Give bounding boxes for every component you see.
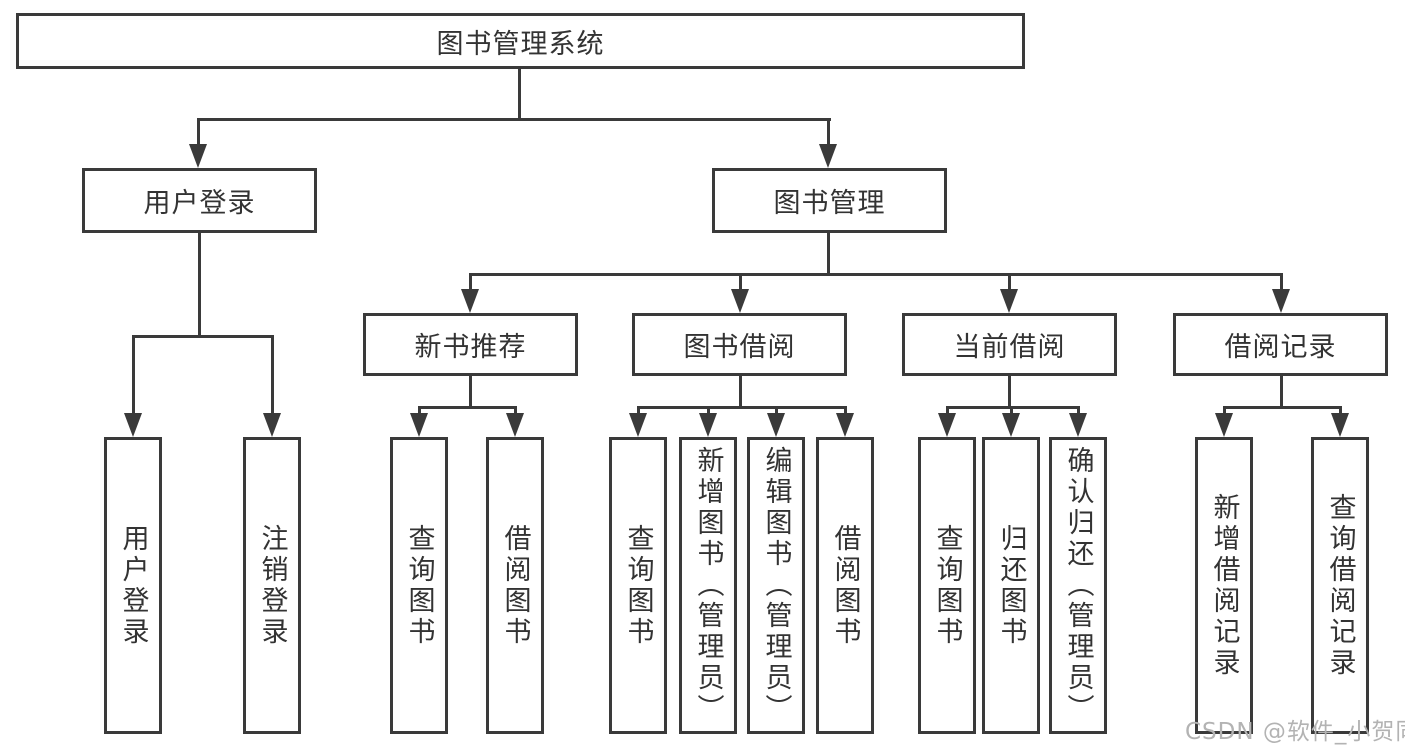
connector-line <box>1008 376 1011 409</box>
connector-line <box>1223 406 1342 409</box>
leaf-borrow-book-rec: 借阅图书 <box>486 437 544 734</box>
connector-line <box>518 68 521 119</box>
leaf-edit-book-admin-label: 编辑图书（管理员） <box>760 446 792 725</box>
arrowhead <box>938 413 956 437</box>
leaf-borrow-book-borrow-label: 借阅图书 <box>829 523 861 648</box>
arrowhead <box>1331 413 1349 437</box>
leaf-user-login: 用户登录 <box>104 437 162 734</box>
leaf-add-book-admin: 新增图书（管理员） <box>679 437 737 734</box>
leaf-query-book-current-label: 查询图书 <box>931 523 963 648</box>
node-user-login: 用户登录 <box>82 168 317 233</box>
arrowhead <box>1000 289 1018 313</box>
leaf-query-book-rec-label: 查询图书 <box>403 523 435 648</box>
leaf-query-book-rec: 查询图书 <box>390 437 448 734</box>
leaf-logout: 注销登录 <box>243 437 301 734</box>
leaf-confirm-return-admin-label: 确认归还（管理员） <box>1062 446 1094 725</box>
leaf-add-book-admin-label: 新增图书（管理员） <box>692 446 724 725</box>
connector-line <box>739 273 742 292</box>
connector-line <box>637 406 640 415</box>
node-current-borrow: 当前借阅 <box>902 313 1117 376</box>
leaf-return-book-label: 归还图书 <box>995 523 1027 648</box>
node-new-book-rec-label: 新书推荐 <box>414 332 527 363</box>
leaf-query-borrow-record-label: 查询借阅记录 <box>1324 492 1356 679</box>
node-book-borrow-label: 图书借阅 <box>683 332 796 363</box>
connector-line <box>1077 406 1080 415</box>
node-user-login-label: 用户登录 <box>143 188 256 219</box>
connector-line <box>637 406 847 409</box>
connector-line <box>418 406 421 415</box>
leaf-query-book-current: 查询图书 <box>918 437 976 734</box>
leaf-add-borrow-record-label: 新增借阅记录 <box>1208 492 1240 679</box>
csdn-watermark: CSDN @软件_小贺同学 <box>1185 719 1405 745</box>
connector-line <box>1008 273 1011 292</box>
connector-line <box>1010 406 1013 415</box>
connector-line <box>469 273 472 292</box>
arrowhead <box>189 144 207 168</box>
connector-line <box>514 406 517 415</box>
arrowhead <box>629 413 647 437</box>
leaf-edit-book-admin: 编辑图书（管理员） <box>747 437 805 734</box>
connector-line <box>197 118 200 148</box>
connector-line <box>1280 376 1283 409</box>
connector-line <box>1339 406 1342 415</box>
connector-line <box>739 376 742 409</box>
leaf-borrow-book-rec-label: 借阅图书 <box>499 523 531 648</box>
connector-line <box>775 406 778 415</box>
connector-line <box>198 233 201 335</box>
connector-line <box>418 406 517 409</box>
arrowhead <box>410 413 428 437</box>
node-root: 图书管理系统 <box>16 13 1025 69</box>
connector-line <box>271 335 274 416</box>
node-borrow-records: 借阅记录 <box>1173 313 1388 376</box>
connector-line <box>132 335 135 416</box>
leaf-confirm-return-admin: 确认归还（管理员） <box>1049 437 1107 734</box>
connector-line <box>1280 273 1283 292</box>
leaf-add-borrow-record: 新增借阅记录 <box>1195 437 1253 734</box>
node-book-mgmt-label: 图书管理 <box>773 188 886 219</box>
connector-line <box>1223 406 1226 415</box>
connector-line <box>707 406 710 415</box>
leaf-user-login-label: 用户登录 <box>117 523 149 648</box>
arrowhead <box>836 413 854 437</box>
node-borrow-records-label: 借阅记录 <box>1224 332 1337 363</box>
arrowhead <box>731 289 749 313</box>
connector-line <box>946 406 949 415</box>
connector-line <box>197 118 831 121</box>
node-book-mgmt: 图书管理 <box>712 168 947 233</box>
arrowhead <box>767 413 785 437</box>
arrowhead <box>1272 289 1290 313</box>
leaf-query-borrow-record: 查询借阅记录 <box>1311 437 1369 734</box>
connector-line <box>844 406 847 415</box>
arrowhead <box>461 289 479 313</box>
connector-line <box>132 335 274 338</box>
arrowhead <box>506 413 524 437</box>
node-root-label: 图书管理系统 <box>436 28 605 60</box>
arrowhead <box>819 144 837 168</box>
leaf-query-book-borrow-label: 查询图书 <box>622 523 654 648</box>
connector-line <box>827 118 830 148</box>
node-new-book-rec: 新书推荐 <box>363 313 578 376</box>
connector-line <box>469 273 1283 276</box>
connector-line <box>469 376 472 409</box>
leaf-return-book: 归还图书 <box>982 437 1040 734</box>
node-current-borrow-label: 当前借阅 <box>953 332 1066 363</box>
arrowhead <box>1215 413 1233 437</box>
arrowhead <box>1069 413 1087 437</box>
arrowhead <box>699 413 717 437</box>
arrowhead <box>263 413 281 437</box>
connector-line <box>946 406 1080 409</box>
leaf-query-book-borrow: 查询图书 <box>609 437 667 734</box>
arrowhead <box>124 413 142 437</box>
arrowhead <box>1002 413 1020 437</box>
node-book-borrow: 图书借阅 <box>632 313 847 376</box>
leaf-logout-label: 注销登录 <box>256 523 288 648</box>
leaf-borrow-book-borrow: 借阅图书 <box>816 437 874 734</box>
connector-line <box>827 233 830 276</box>
